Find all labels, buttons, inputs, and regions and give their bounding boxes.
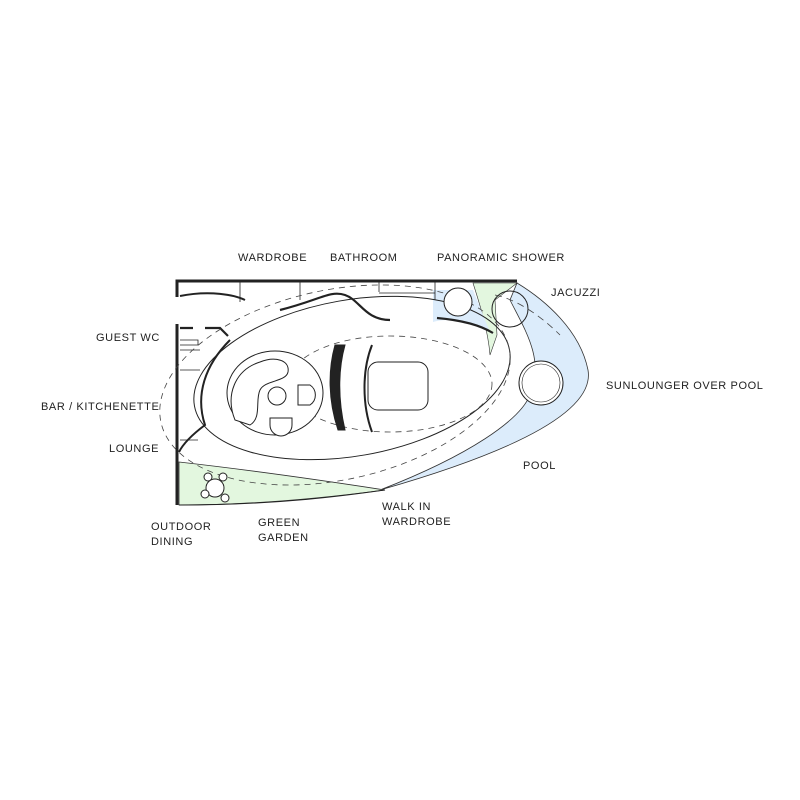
label-line: WARDROBE (382, 516, 452, 528)
label-green-garden: GREEN GARDEN (258, 516, 309, 546)
label-jacuzzi: JACUZZI (551, 287, 601, 299)
label-line: GARDEN (258, 532, 309, 544)
label-line: WALK IN (382, 501, 432, 513)
label-bar-kitchenette: BAR / KITCHENETTE (41, 401, 160, 413)
label-line: OUTDOOR (151, 521, 212, 533)
label-panoramic-shower: PANORAMIC SHOWER (437, 252, 565, 264)
label-wardrobe: WARDROBE (238, 252, 308, 264)
label-walk-in-wardrobe: WALK IN WARDROBE (382, 500, 451, 530)
furniture (200, 287, 564, 503)
label-lounge: LOUNGE (109, 443, 160, 455)
label-line: DINING (151, 536, 194, 548)
label-guest-wc: GUEST WC (96, 332, 160, 344)
label-sunlounger: SUNLOUNGER OVER POOL (606, 380, 764, 392)
label-outdoor-dining: OUTDOOR DINING (151, 520, 211, 550)
outer-dashed-path (159, 284, 511, 486)
walls (175, 279, 517, 506)
label-bathroom: BATHROOM (330, 252, 398, 264)
pool-dashed-edge (494, 294, 561, 336)
label-pool: POOL (523, 460, 556, 472)
label-line: GREEN (258, 517, 301, 529)
